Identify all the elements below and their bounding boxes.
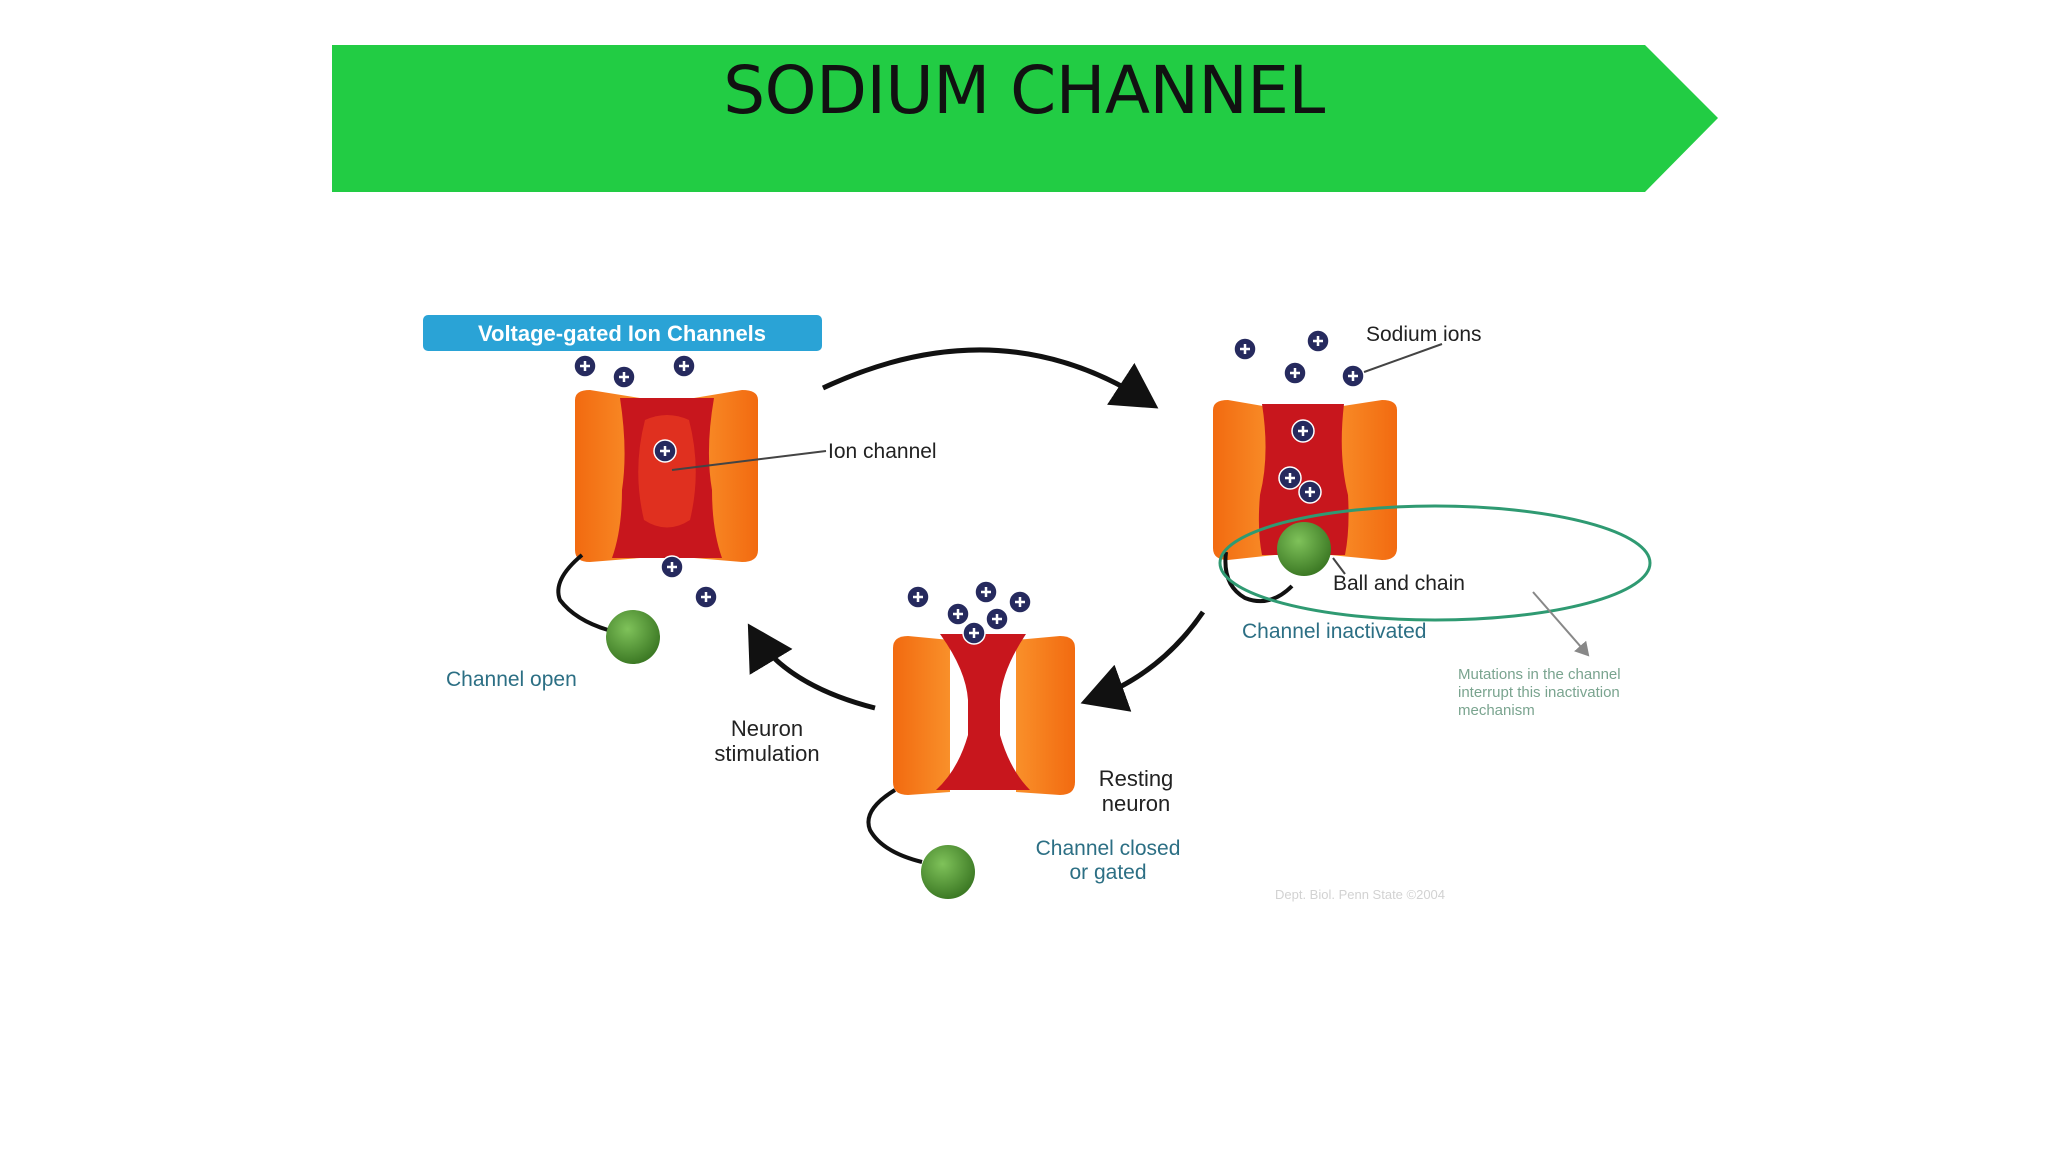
sodium-ion (906, 585, 930, 609)
banner-arrow-shape (332, 45, 1718, 192)
sodium-ion (612, 365, 636, 389)
sodium-ion (573, 354, 597, 378)
ball-chain-leader-line (1332, 557, 1346, 575)
ball-and-chain-label: Ball and chain (1333, 572, 1465, 595)
credit-text: Dept. Biol. Penn State ©2004 (1275, 887, 1445, 902)
sodium-ion (694, 585, 718, 609)
slide-title: SODIUM CHANNEL (723, 52, 1325, 129)
ion-channel-label: Ion channel (828, 440, 937, 463)
cycle-arrow-open-to-inactivated (821, 347, 1159, 409)
mutations-note-line1: Mutations in the channel (1458, 666, 1621, 683)
sodium-ion (985, 607, 1009, 631)
mutations-note-line2: interrupt this inactivation (1458, 684, 1620, 701)
sodium-ion (653, 439, 677, 463)
channel-inactivated-group (1213, 400, 1652, 622)
sodium-ion (974, 580, 998, 604)
sodium-ions-label: Sodium ions (1366, 323, 1482, 346)
neuron-stimulation-label-line1: Neuron (731, 716, 803, 741)
channel-open-ball (606, 610, 660, 664)
channel-closed-left-wall (893, 636, 950, 795)
badge-label: Voltage-gated Ion Channels (478, 321, 766, 346)
channel-open-label: Channel open (446, 668, 577, 691)
neuron-stimulation-label-line2: stimulation (714, 741, 819, 766)
channel-closed-chain (866, 788, 923, 864)
channel-closed-right-wall (1016, 636, 1075, 795)
ball-and-chain-highlight (1218, 504, 1652, 622)
channel-inactivated-chain (1223, 551, 1294, 603)
channel-closed-group (866, 634, 1075, 899)
mutations-note-line3: mechanism (1458, 702, 1535, 719)
sodium-ion (1298, 480, 1322, 504)
resting-neuron-label-line1: Resting (1099, 766, 1174, 791)
channel-closed-pore (936, 634, 1030, 790)
sodium-ion (1008, 590, 1032, 614)
channel-open-chain (556, 553, 609, 632)
channel-closed-label-line1: Channel closed (1036, 837, 1181, 860)
sodium-ion (672, 354, 696, 378)
sodium-ion (1306, 329, 1330, 353)
voltage-gated-badge: Voltage-gated Ion Channels (423, 315, 822, 351)
sodium-ion-layer (573, 329, 1365, 645)
cycle-arrow-stimulation (747, 623, 876, 711)
mutations-pointer-line (1532, 591, 1590, 657)
channel-open-group (556, 390, 758, 664)
title-banner (332, 45, 1718, 192)
channel-inactivated-pore (1258, 404, 1349, 555)
sodium-ions-leader-line (1352, 343, 1443, 377)
sodium-ion (1341, 364, 1365, 388)
sodium-ion (1278, 466, 1302, 490)
sodium-ion (962, 621, 986, 645)
sodium-ion (946, 602, 970, 626)
sodium-ion (1233, 337, 1257, 361)
channel-closed-ball (921, 845, 975, 899)
ion-channel-leader-line (671, 450, 827, 471)
channel-inactivated-label: Channel inactivated (1242, 620, 1426, 643)
channel-open-pore-lumen (638, 415, 696, 528)
cycle-arrow-inactivated-to-closed (1080, 610, 1206, 712)
channel-closed-label-line2: or gated (1069, 861, 1146, 884)
channel-inactivated-ball (1277, 522, 1331, 576)
sodium-ion (660, 555, 684, 579)
resting-neuron-label-line2: neuron (1102, 791, 1171, 816)
sodium-ion (1283, 361, 1307, 385)
sodium-ion (1291, 419, 1315, 443)
